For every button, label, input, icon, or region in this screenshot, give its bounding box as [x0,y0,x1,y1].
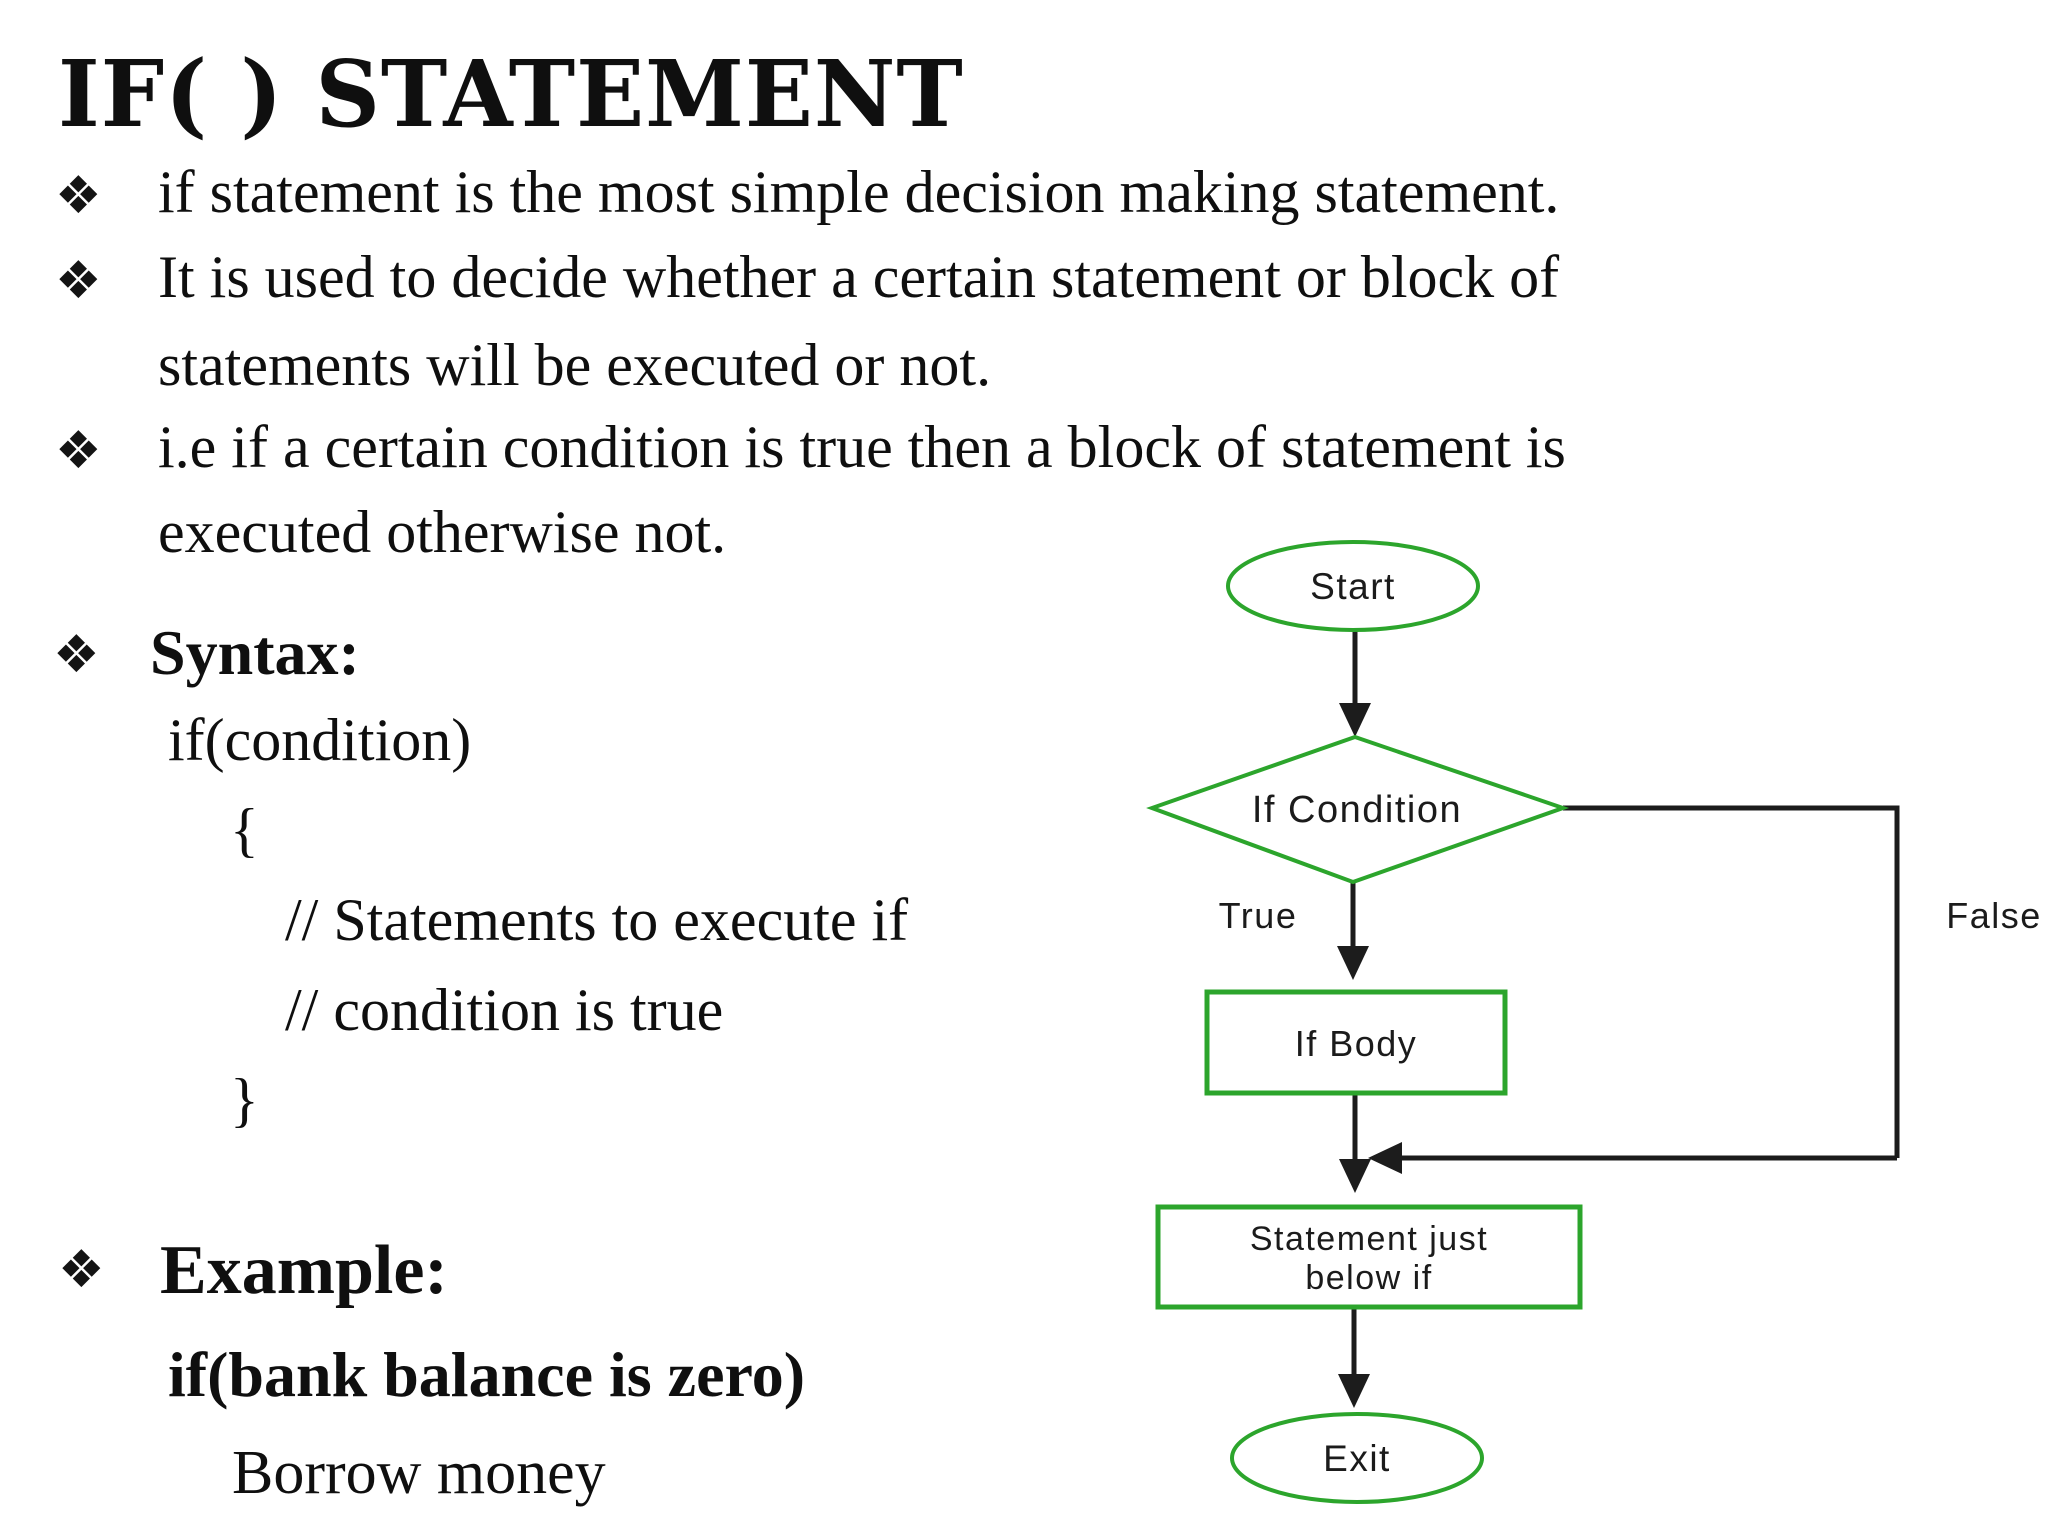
exit-terminal-shape [1230,1412,1484,1504]
example-condition-line: if(bank balance is zero) [168,1339,806,1410]
statement-below-if-shape [1155,1204,1583,1310]
false-branch-label: False [1946,895,2042,936]
example-heading: Example: [160,1232,448,1309]
statement-label-line1: Statement just [1250,1220,1488,1258]
bullet-text: It is used to decide whether a certain s… [158,244,1560,310]
bullet-diamond-icon: ❖ [53,625,100,685]
statement-label-line2: below if [1305,1259,1432,1297]
bullet-text-continuation: statements will be executed or not. [158,332,992,398]
code-line-close-brace: } [230,1067,259,1133]
arrowhead-down-icon [1339,703,1371,737]
if-body-process-shape [1204,989,1508,1096]
start-terminal-shape [1226,540,1480,632]
false-branch-line [1563,805,1900,1158]
example-action-line: Borrow money [232,1439,606,1507]
code-line-if-condition: if(condition) [168,707,472,773]
arrowhead-down-icon [1339,1159,1371,1193]
code-line-comment-1: // Statements to execute if [285,887,909,953]
bullet-diamond-icon: ❖ [58,1240,105,1300]
syntax-heading: Syntax: [150,617,360,688]
bullet-text-continuation: executed otherwise not. [158,499,727,565]
arrowhead-left-icon [1368,1142,1402,1174]
condition-label: If Condition [1252,789,1462,831]
bullet-text: i.e if a certain condition is true then … [158,414,1566,480]
start-label: Start [1310,566,1396,607]
condition-decision-shape [1146,734,1570,885]
bullet-diamond-icon: ❖ [55,251,102,311]
bullet-diamond-icon: ❖ [55,166,102,226]
code-line-comment-2: // condition is true [285,977,724,1043]
true-branch-label: True [1219,895,1298,936]
if-statement-flowchart: Start If Condition True False If Body St… [1146,540,2042,1504]
arrowhead-down-icon [1338,1374,1370,1408]
bullet-text: if statement is the most simple decision… [158,159,1560,225]
code-line-open-brace: { [230,797,259,863]
bullet-diamond-icon: ❖ [55,421,102,481]
slide-title: IF( ) STATEMENT [58,40,964,148]
if-body-label: If Body [1295,1023,1418,1064]
arrowhead-down-icon [1337,946,1369,980]
exit-label: Exit [1323,1438,1391,1479]
